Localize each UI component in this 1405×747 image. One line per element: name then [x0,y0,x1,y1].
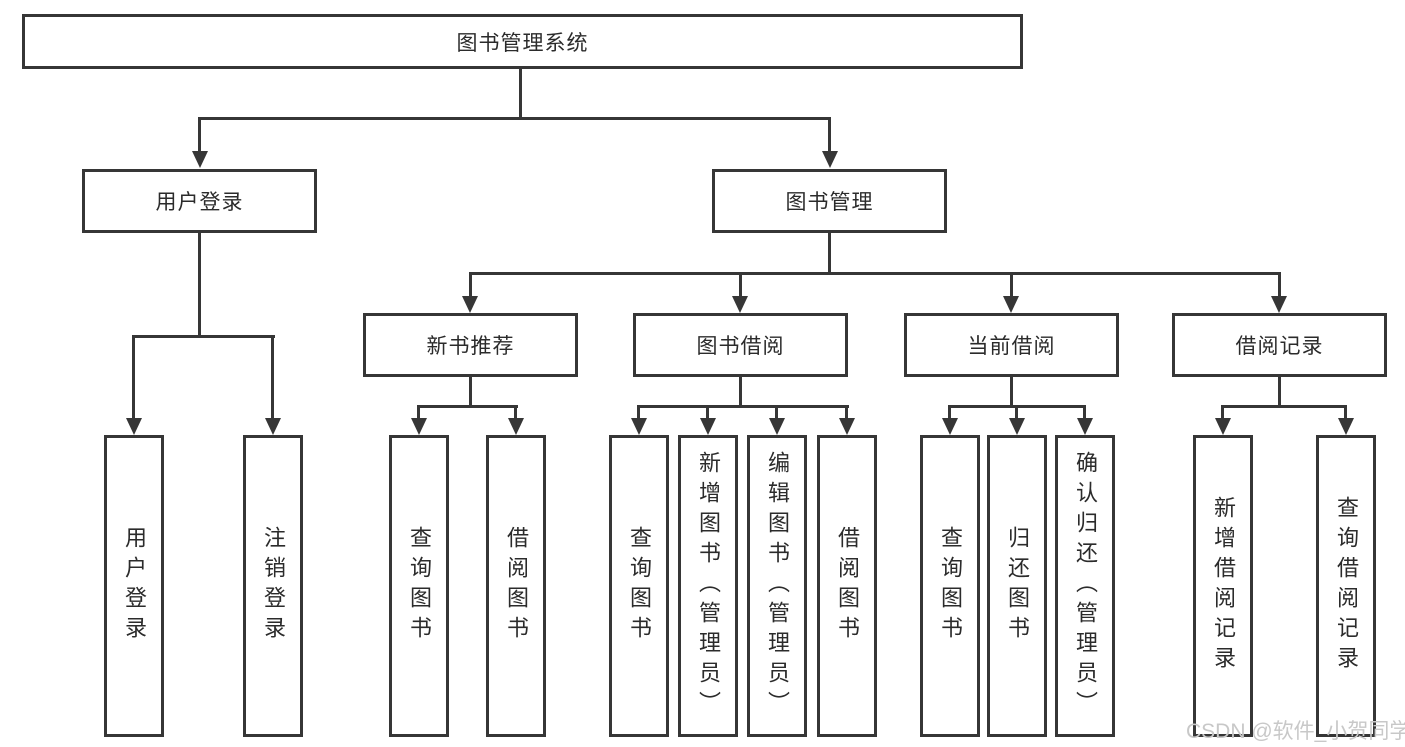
connector-line [469,272,472,296]
connector-line [1010,272,1013,296]
leaf-label: 确认归还（管理员） [1073,451,1098,721]
leaf-label: 借阅图书 [504,526,529,646]
arrowhead-icon [732,296,748,313]
arrowhead-icon [822,151,838,168]
connector-line [1083,405,1086,418]
connector-line [739,272,742,296]
connector-line [638,405,849,408]
connector-line [845,405,848,418]
arrowhead-icon [1215,418,1231,435]
connector-line [1344,405,1347,418]
arrowhead-icon [1009,418,1025,435]
arrowhead-icon [1271,296,1287,313]
leaf-label: 查询借阅记录 [1334,496,1359,676]
connector-line [514,405,517,418]
leaf-label: 用户登录 [122,526,147,646]
arrowhead-icon [769,418,785,435]
arrowhead-icon [1077,418,1093,435]
connector-line [828,233,831,272]
leaf-label: 查询图书 [938,526,963,646]
connector-line [469,377,472,405]
connector-line [133,335,275,338]
connector-line [417,405,420,418]
connector-line [1015,405,1018,418]
leaf-borrow-books-recommend: 借阅图书 [486,435,546,737]
arrowhead-icon [411,418,427,435]
arrowhead-icon [462,296,478,313]
leaf-query-borrow-record: 查询借阅记录 [1316,435,1376,737]
arrowhead-icon [700,418,716,435]
connector-line [775,405,778,418]
leaf-logout: 注销登录 [243,435,303,737]
node-user-login: 用户登录 [82,169,317,233]
leaf-query-books-recommend: 查询图书 [389,435,449,737]
arrowhead-icon [631,418,647,435]
connector-line [198,117,201,151]
leaf-label: 编辑图书（管理员） [765,451,790,721]
node-library-management-system: 图书管理系统 [22,14,1023,69]
connector-line [198,117,831,120]
leaf-label: 归还图书 [1005,526,1030,646]
connector-line [132,335,135,418]
leaf-label: 查询图书 [627,526,652,646]
arrowhead-icon [942,418,958,435]
connector-line [706,405,709,418]
leaf-user-login: 用户登录 [104,435,164,737]
leaf-label: 借阅图书 [835,526,860,646]
arrowhead-icon [1338,418,1354,435]
leaf-label: 新增图书（管理员） [696,451,721,721]
connector-line [1278,377,1281,405]
connector-line [271,335,274,418]
leaf-label: 注销登录 [261,526,286,646]
node-new-book-recommendation: 新书推荐 [363,313,578,377]
arrowhead-icon [1003,296,1019,313]
arrowhead-icon [126,418,142,435]
connector-line [739,377,742,405]
leaf-query-books-current: 查询图书 [920,435,980,737]
connector-line [1010,377,1013,405]
connector-line [828,117,831,151]
node-borrowing-records: 借阅记录 [1172,313,1387,377]
connector-line [469,272,1281,275]
node-book-borrowing: 图书借阅 [633,313,848,377]
leaf-confirm-return-admin: 确认归还（管理员） [1055,435,1115,737]
connector-line [519,69,522,117]
leaf-add-books-admin: 新增图书（管理员） [678,435,738,737]
arrowhead-icon [265,418,281,435]
arrowhead-icon [192,151,208,168]
leaf-query-books-borrow: 查询图书 [609,435,669,737]
connector-line [198,233,201,335]
connector-line [948,405,951,418]
leaf-return-books: 归还图书 [987,435,1047,737]
node-book-management: 图书管理 [712,169,947,233]
leaf-edit-books-admin: 编辑图书（管理员） [747,435,807,737]
leaf-add-borrow-record: 新增借阅记录 [1193,435,1253,737]
connector-line [1221,405,1224,418]
leaf-borrow-books: 借阅图书 [817,435,877,737]
arrowhead-icon [839,418,855,435]
connector-line [418,405,518,408]
node-current-borrowing: 当前借阅 [904,313,1119,377]
arrowhead-icon [508,418,524,435]
csdn-watermark: CSDN @软件_小贺同学 [1186,720,1405,743]
connector-line [1221,405,1347,408]
connector-line [637,405,640,418]
leaf-label: 查询图书 [407,526,432,646]
connector-line [1278,272,1281,296]
leaf-label: 新增借阅记录 [1211,496,1236,676]
